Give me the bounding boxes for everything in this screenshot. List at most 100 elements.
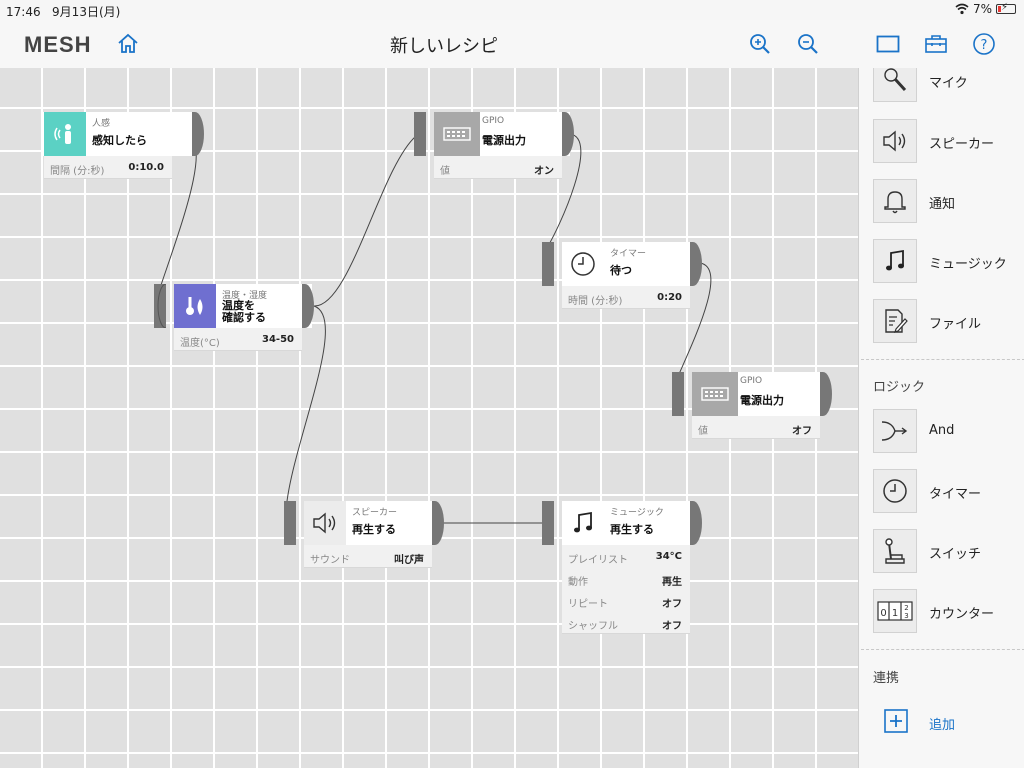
block-type: 温度・湿度 (222, 291, 268, 301)
svg-text:0: 0 (880, 608, 886, 619)
palette-item-file[interactable]: ファイル (873, 299, 1023, 345)
palette-item-label: カウンター (929, 607, 995, 622)
plus-box-icon (884, 709, 908, 733)
wifi-icon (955, 3, 969, 15)
out-port[interactable] (690, 242, 702, 286)
block-prop[interactable]: 動作再生 (568, 577, 682, 588)
music-note-icon (886, 249, 904, 271)
palette-item-label: 通知 (929, 197, 956, 212)
header: MESH 新しいレシピ ? (0, 20, 1024, 68)
block-type: GPIO (482, 116, 505, 126)
palette-item-label: スイッチ (929, 547, 982, 562)
block-prop[interactable]: 時間 (分:秒)0:20 (568, 292, 682, 307)
svg-text:3: 3 (904, 612, 908, 620)
palette-item-speaker[interactable]: スピーカー (873, 119, 1023, 165)
palette-item-and[interactable]: And (873, 409, 1023, 455)
home-icon[interactable] (116, 32, 140, 56)
block-action: 温度を確認する (222, 299, 266, 324)
zoom-in-icon[interactable] (748, 32, 772, 56)
section-divider (861, 359, 1024, 360)
bell-icon (884, 191, 906, 214)
and-merge-icon (881, 421, 908, 441)
block-prop[interactable]: 値オフ (698, 426, 812, 437)
palette-item-label: スピーカー (929, 137, 995, 152)
page-title: 新しいレシピ (390, 36, 498, 57)
speaker-icon (313, 512, 336, 534)
palette-item-label: タイマー (929, 487, 982, 502)
block-type: タイマー (610, 249, 647, 259)
block-prop[interactable]: シャッフルオフ (568, 621, 682, 632)
block-prop[interactable]: 温度(°C)34-50 (180, 334, 294, 349)
block-prop[interactable]: 間隔 (分:秒)0:10.0 (50, 162, 164, 177)
palette-item-label: マイク (929, 76, 968, 91)
block-action: 感知したら (92, 134, 147, 147)
block-type: 人感 (92, 119, 111, 129)
block-prop[interactable]: リピートオフ (568, 599, 682, 610)
timer-icon (571, 252, 595, 276)
add-label: 追加 (929, 718, 956, 733)
in-port[interactable] (672, 372, 684, 416)
battery-percent: 7% (972, 2, 992, 16)
section-title-logic: ロジック (873, 380, 926, 395)
palette-item-timer[interactable]: タイマー (873, 469, 1023, 515)
block-action: 再生する (352, 523, 396, 536)
svg-text:1: 1 (892, 608, 898, 619)
battery-icon: ⚡ (996, 2, 1016, 14)
palette-item-label: And (929, 423, 955, 438)
block-prop[interactable]: サウンド叫び声 (310, 555, 424, 566)
palette-item-music[interactable]: ミュージック (873, 239, 1023, 285)
switch-lever-icon (885, 538, 905, 564)
svg-text:2: 2 (904, 604, 908, 612)
add-integration-button[interactable]: 追加 (883, 708, 1013, 736)
out-port[interactable] (820, 372, 832, 416)
file-edit-icon (885, 309, 908, 333)
gpio-icon (701, 387, 729, 401)
in-port[interactable] (154, 283, 167, 329)
panel-icon[interactable] (876, 32, 900, 56)
section-divider (861, 649, 1024, 650)
section-title-link: 連携 (873, 671, 900, 686)
help-icon[interactable]: ? (972, 32, 996, 56)
in-port[interactable] (284, 501, 296, 545)
palette-item-notification[interactable]: 通知 (873, 179, 1023, 225)
toolbox-icon[interactable] (924, 32, 948, 56)
in-port[interactable] (542, 242, 554, 286)
mesh-logo: MESH (24, 32, 92, 57)
block-action: 電源出力 (740, 394, 784, 407)
timer-icon (883, 479, 907, 503)
svg-text:?: ? (981, 38, 988, 53)
gpio-icon (443, 127, 471, 141)
block-action: 再生する (610, 523, 654, 536)
out-port[interactable] (432, 501, 444, 545)
recipe-canvas[interactable]: 人感 感知したら 間隔 (分:秒)0:10.0 温度・湿度 温度を確認する 温度… (0, 68, 858, 768)
status-bar: 17:46 9月13日(月) 7% ⚡ (0, 0, 1024, 20)
palette-item-label: ファイル (929, 317, 982, 332)
thermometer-icon (186, 297, 203, 315)
out-port[interactable] (690, 501, 702, 545)
out-port[interactable] (302, 284, 314, 328)
block-type: GPIO (740, 376, 763, 386)
microphone-icon (884, 68, 907, 92)
zoom-out-icon[interactable] (796, 32, 820, 56)
out-port[interactable] (192, 112, 204, 156)
block-prop[interactable]: 値オン (440, 166, 554, 177)
block-type: スピーカー (352, 508, 398, 518)
palette-item-mic[interactable]: マイク (873, 68, 1023, 104)
connection-wires (157, 133, 712, 524)
status-time: 17:46 9月13日(月) (6, 5, 121, 19)
block-palette[interactable]: マイク スピーカー 通知 ミュージック ファイル ロジック And タイマー ス… (858, 68, 1024, 768)
speaker-icon (883, 130, 906, 152)
palette-item-switch[interactable]: スイッチ (873, 529, 1023, 575)
block-type: ミュージック (610, 508, 664, 518)
person-icon (54, 124, 71, 144)
block-action: 電源出力 (482, 134, 526, 147)
palette-item-label: ミュージック (929, 257, 1007, 272)
in-port[interactable] (414, 112, 426, 156)
block-action: 待つ (610, 264, 632, 277)
music-note-icon (574, 511, 592, 533)
in-port[interactable] (542, 501, 554, 545)
out-port[interactable] (562, 112, 574, 156)
